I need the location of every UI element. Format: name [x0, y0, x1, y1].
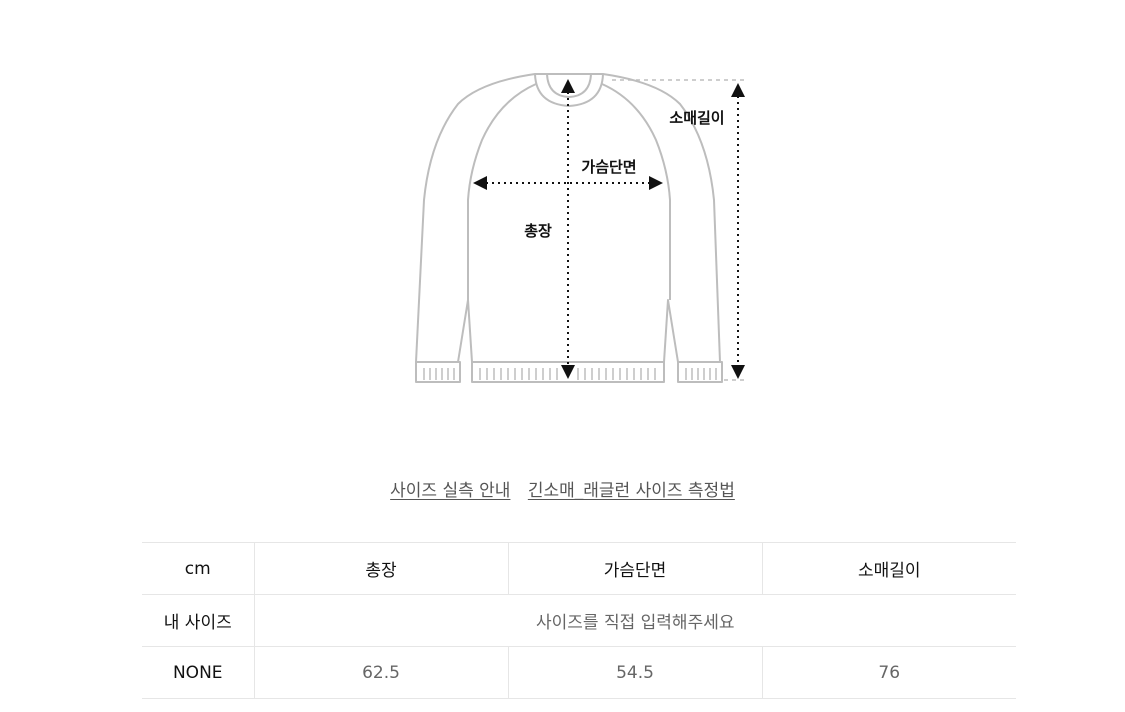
chest-width-label: 가슴단면	[581, 158, 636, 176]
sleeve-length-value: 76	[761, 646, 1016, 699]
column-header-chest-width: 가슴단면	[507, 542, 762, 595]
my-size-input-prompt[interactable]: 사이즈를 직접 입력해주세요	[253, 594, 1016, 647]
sleeve-length-label: 소매길이	[669, 109, 724, 127]
column-header-sleeve-length: 소매길이	[761, 542, 1016, 595]
my-size-label: 내 사이즈	[142, 594, 254, 647]
total-length-label: 총장	[524, 222, 552, 240]
my-size-row: 내 사이즈 사이즈를 직접 입력해주세요	[142, 594, 1016, 647]
table-row: NONE 62.5 54.5 76	[142, 646, 1016, 699]
table-header-row: cm 총장 가슴단면 소매길이	[142, 542, 1016, 595]
raglan-guide-link[interactable]: 긴소매_래글런 사이즈 측정법	[527, 481, 735, 501]
size-name-cell: NONE	[142, 646, 254, 699]
measurement-guides	[473, 79, 746, 381]
chest-width-value: 54.5	[507, 646, 762, 699]
ribbing-lines	[423, 368, 717, 380]
total-length-value: 62.5	[253, 646, 508, 699]
unit-header: cm	[142, 542, 254, 595]
size-guide-links: 사이즈 실측 안내 긴소매_래글런 사이즈 측정법	[0, 476, 1125, 501]
sweater-measurement-diagram: 소매길이 가슴단면 총장	[415, 73, 746, 383]
size-table: cm 총장 가슴단면 소매길이 내 사이즈 사이즈를 직접 입력해주세요 NON…	[142, 542, 1016, 699]
measurement-guide-link[interactable]: 사이즈 실측 안내	[390, 481, 511, 501]
column-header-total-length: 총장	[253, 542, 508, 595]
